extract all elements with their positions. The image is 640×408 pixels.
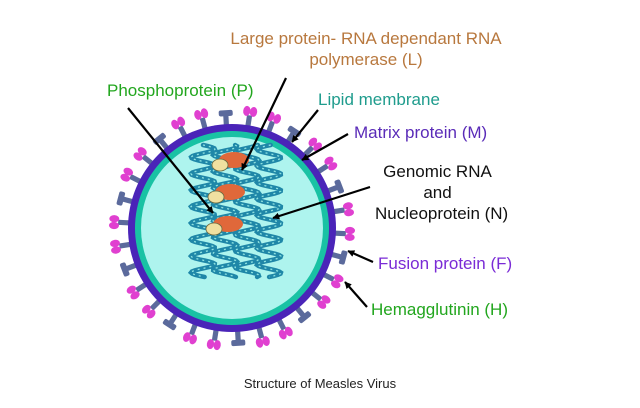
- pointer-arrows: [127, 77, 374, 308]
- label-phosphoprotein: Phosphoprotein (P): [107, 81, 254, 100]
- figure-caption: Structure of Measles Virus: [243, 376, 397, 391]
- label-hemagglutinin: Hemagglutinin (H): [371, 300, 508, 319]
- nucleocapsid-strand-highlight: [256, 144, 282, 278]
- label-lipid-membrane: Lipid membrane: [318, 90, 440, 109]
- arrow-genomic-rna: [272, 185, 371, 220]
- label-fusion-protein: Fusion protein (F): [378, 254, 513, 273]
- phosphoprotein-bead: [211, 158, 229, 172]
- polymerase-phosphoprotein-complexes: [205, 152, 249, 236]
- arrow-hemagglutinin: [344, 281, 368, 308]
- spike: [120, 167, 144, 186]
- phosphoprotein-bead: [207, 190, 225, 204]
- arrow-phosphoprotein: [127, 107, 214, 214]
- arrow-fusion-protein: [347, 249, 374, 264]
- arrow-large-protein: [241, 77, 287, 171]
- arrow-lipid-membrane: [291, 109, 319, 143]
- phosphoprotein-bead: [205, 222, 223, 236]
- label-matrix-protein: Matrix protein (M): [354, 123, 488, 142]
- arrow-matrix-protein: [301, 133, 349, 161]
- spike: [182, 320, 199, 345]
